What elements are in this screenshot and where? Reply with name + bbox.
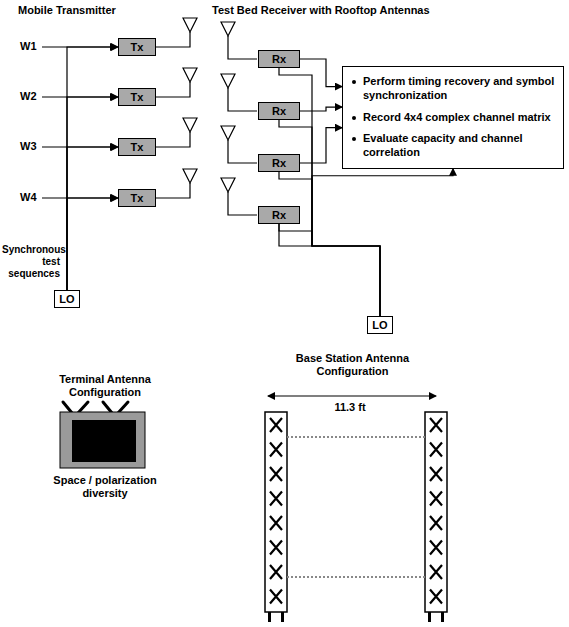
antenna-element [270, 418, 282, 432]
antenna-element [430, 565, 442, 579]
antenna-element [270, 541, 282, 555]
antenna-element [270, 590, 282, 604]
node-text: Perform timing recovery and symbol synch… [363, 75, 554, 101]
connector [67, 47, 118, 290]
node-text: LO [59, 293, 74, 305]
antenna-element [430, 467, 442, 481]
base-station-panels [265, 396, 447, 622]
rx-box: Rx [258, 50, 300, 68]
rx-antennas [221, 22, 257, 215]
bullet-item: Record 4x4 complex channel matrix [349, 111, 555, 125]
bullet-item: Evaluate capacity and channel correlatio… [349, 132, 555, 160]
antenna-element [270, 443, 282, 457]
connector [279, 224, 380, 316]
bullet-dot [352, 80, 356, 84]
node-text: Tx [131, 41, 144, 53]
signal-name: W3 [20, 140, 42, 153]
rx-box: Rx [258, 206, 300, 224]
connector [279, 169, 453, 246]
antenna-element [430, 443, 442, 457]
signal-name: W1 [20, 40, 42, 53]
terminal-device [60, 402, 145, 468]
antenna-element [430, 590, 442, 604]
antenna-element [270, 516, 282, 530]
antenna-element [270, 467, 282, 481]
node-text: Evaluate capacity and channel correlatio… [363, 132, 523, 158]
tx-box: Tx [118, 138, 156, 156]
connector [67, 97, 118, 290]
tx-box: Tx [118, 189, 156, 207]
node-text: Rx [272, 105, 286, 117]
connector [67, 198, 118, 290]
signal-name: W2 [20, 90, 42, 103]
node-text: Tx [131, 141, 144, 153]
antenna-element [270, 492, 282, 506]
antenna-element [430, 492, 442, 506]
connector [300, 128, 342, 163]
node-text: LO [372, 319, 387, 331]
connector [300, 59, 342, 87]
antenna-element [430, 418, 442, 432]
antenna-element [270, 565, 282, 579]
bullet-dot [352, 137, 356, 141]
heading: Mobile Transmitter [18, 4, 158, 17]
lo-box: LO [54, 290, 80, 308]
bullet-item: Perform timing recovery and symbol synch… [349, 75, 555, 103]
rx-box: Rx [258, 154, 300, 172]
node-text: Tx [131, 91, 144, 103]
tx-box: Tx [118, 88, 156, 106]
tx-antennas [156, 18, 197, 198]
connector [279, 172, 380, 316]
caption-label: Space / polarization diversity [35, 474, 175, 500]
rx-box: Rx [258, 102, 300, 120]
caption-label: Base Station Antenna Configuration [270, 352, 435, 378]
node-text: Record 4x4 complex channel matrix [363, 111, 551, 123]
tx-box: Tx [118, 38, 156, 56]
signal-name: W4 [20, 191, 42, 204]
connector [300, 107, 342, 111]
node-text: Tx [131, 192, 144, 204]
note: Synchronous test sequences [2, 244, 60, 280]
node-text: Rx [272, 53, 286, 65]
input-arrows [42, 47, 117, 198]
heading: Test Bed Receiver with Rooftop Antennas [212, 4, 452, 17]
antenna-element [430, 516, 442, 530]
processing-box: Perform timing recovery and symbol synch… [342, 66, 564, 169]
node-text: Rx [272, 157, 286, 169]
antenna-element [430, 541, 442, 555]
lo-box: LO [367, 316, 393, 334]
caption-label: Terminal Antenna Configuration [35, 373, 175, 399]
bullet-dot [352, 116, 356, 120]
connector [67, 147, 118, 290]
dimension: 11.3 ft [320, 401, 380, 414]
node-text: Rx [272, 209, 286, 221]
